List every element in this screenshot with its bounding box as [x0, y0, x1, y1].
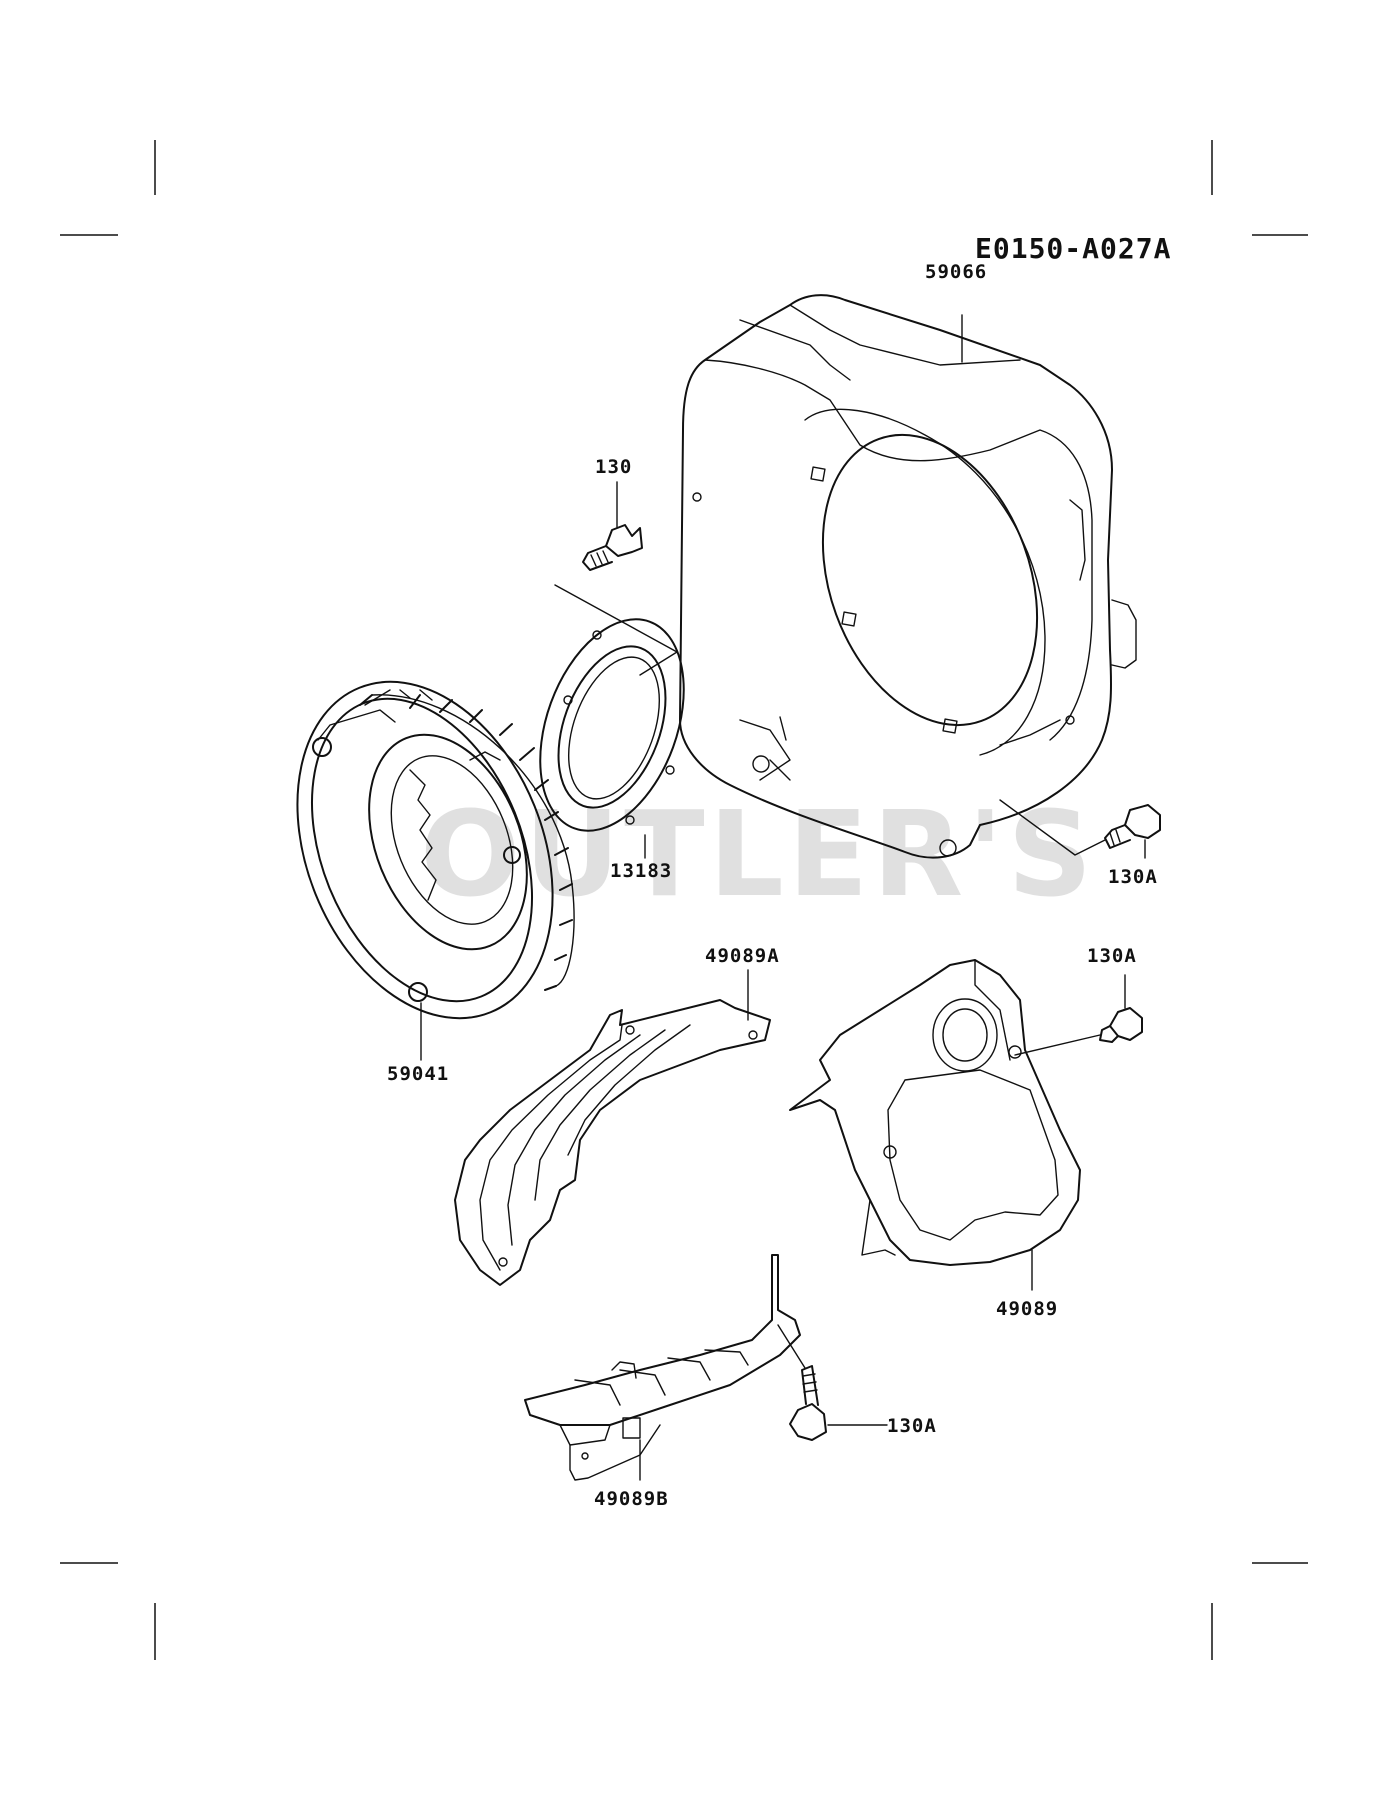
bolt-130a-middle[interactable] — [1099, 1007, 1143, 1043]
cover-49089[interactable] — [789, 959, 1081, 1266]
leader-130a-middle — [1014, 1034, 1101, 1056]
leader-130a-right — [999, 799, 1106, 856]
cover-49089a[interactable] — [454, 999, 771, 1286]
part-label-49089[interactable]: 49089 — [996, 1298, 1058, 1320]
part-label-49089b[interactable]: 49089B — [594, 1488, 669, 1510]
fan-59041[interactable] — [250, 644, 600, 1057]
part-label-59066[interactable]: 59066 — [925, 261, 987, 283]
diagram-code: E0150-A027A — [975, 232, 1171, 265]
bolt-130[interactable] — [582, 524, 643, 571]
part-label-130a-bottom[interactable]: 130A — [887, 1415, 937, 1437]
part-label-49089a[interactable]: 49089A — [705, 945, 780, 967]
leader-130a-bottom-link — [777, 1324, 806, 1369]
part-label-130a-right[interactable]: 130A — [1108, 866, 1158, 888]
cover-49089b[interactable] — [524, 1254, 801, 1481]
crop-marks — [60, 140, 1308, 1660]
part-label-13183[interactable]: 13183 — [610, 860, 672, 882]
part-label-130a-middle[interactable]: 130A — [1087, 945, 1137, 967]
watermark-text: OUTLER'S — [420, 785, 1096, 923]
fan-housing-59066[interactable] — [679, 294, 1137, 859]
bolt-130a-bottom[interactable] — [789, 1365, 827, 1441]
part-label-59041[interactable]: 59041 — [387, 1063, 449, 1085]
part-label-130[interactable]: 130 — [595, 456, 632, 478]
bolt-130a-right[interactable] — [1104, 804, 1161, 849]
plate-13183[interactable] — [513, 599, 710, 850]
